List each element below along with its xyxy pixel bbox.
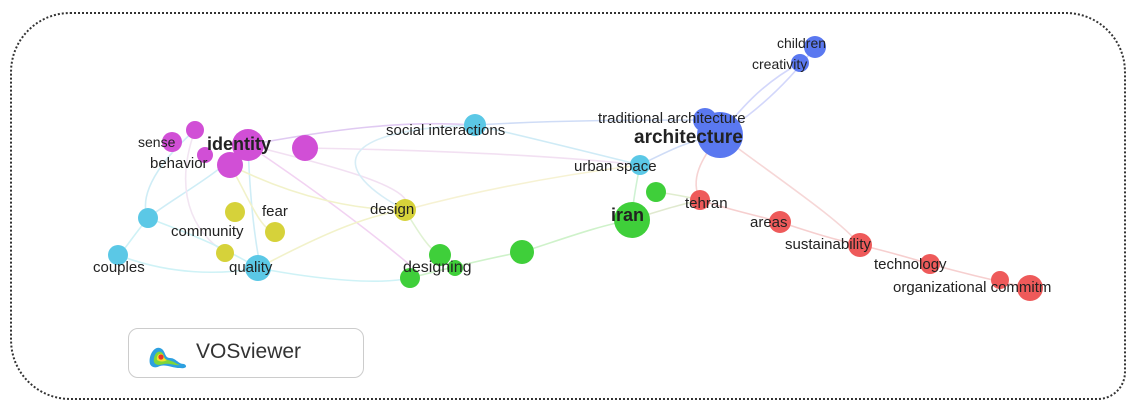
- node-sense-b[interactable]: [162, 132, 182, 152]
- node-quality[interactable]: [245, 255, 271, 281]
- node-fear[interactable]: [225, 202, 245, 222]
- node-children[interactable]: [804, 36, 826, 58]
- labels: identity sense behavior children creativ…: [93, 35, 1051, 296]
- label-organizational: organizational commitm: [893, 279, 1051, 296]
- label-technology: technology: [874, 256, 947, 273]
- node-designing-b[interactable]: [400, 268, 420, 288]
- diagram-frame: [10, 12, 1126, 400]
- node-green-mid[interactable]: [510, 240, 534, 264]
- label-areas: areas: [750, 214, 788, 231]
- label-quality: quality: [229, 259, 273, 276]
- node-identity-b[interactable]: [292, 135, 318, 161]
- node-designing-c[interactable]: [447, 260, 463, 276]
- node-behavior[interactable]: [217, 152, 243, 178]
- node-design[interactable]: [394, 199, 416, 221]
- node-urban-space[interactable]: [630, 155, 650, 175]
- vosviewer-logo-text: VOSviewer: [196, 340, 302, 363]
- node-designing[interactable]: [429, 244, 451, 266]
- label-architecture: architecture: [634, 127, 743, 148]
- node-community[interactable]: [216, 244, 234, 262]
- label-behavior: behavior: [150, 155, 208, 172]
- label-community: community: [171, 223, 244, 240]
- label-social-interactions: social interactions: [386, 122, 505, 139]
- label-sustainability: sustainability: [785, 236, 871, 253]
- label-designing: designing: [403, 259, 472, 276]
- node-technology[interactable]: [920, 254, 940, 274]
- vosviewer-heatmap-icon: [149, 347, 187, 369]
- node-cyan-mid[interactable]: [138, 208, 158, 228]
- node-creativity[interactable]: [791, 54, 809, 72]
- label-identity: identity: [207, 134, 271, 154]
- node-organizational-b[interactable]: [991, 271, 1009, 289]
- node-identity[interactable]: [232, 129, 264, 161]
- label-children: children: [777, 35, 826, 51]
- label-tehran: tehran: [685, 195, 728, 212]
- node-iran-b[interactable]: [646, 182, 666, 202]
- label-iran: iran: [611, 205, 644, 225]
- nodes: [108, 36, 1043, 301]
- node-organizational[interactable]: [1017, 275, 1043, 301]
- label-design: design: [370, 201, 414, 218]
- node-couples[interactable]: [108, 245, 128, 265]
- label-urban-space: urban space: [574, 158, 657, 175]
- node-sense[interactable]: [186, 121, 204, 139]
- node-architecture[interactable]: [697, 112, 743, 158]
- label-creativity: creativity: [752, 56, 807, 72]
- node-fear-b[interactable]: [265, 222, 285, 242]
- label-fear: fear: [262, 203, 288, 220]
- vosviewer-logo-box: [128, 328, 364, 378]
- label-traditional-architecture: traditional architecture: [598, 110, 746, 127]
- node-behavior-b[interactable]: [197, 147, 213, 163]
- label-sense: sense: [138, 134, 176, 150]
- label-couples: couples: [93, 259, 145, 276]
- node-iran[interactable]: [614, 202, 650, 238]
- node-areas[interactable]: [769, 211, 791, 233]
- node-sustainability[interactable]: [848, 233, 872, 257]
- node-tehran[interactable]: [690, 190, 710, 210]
- node-social-interactions[interactable]: [464, 114, 486, 136]
